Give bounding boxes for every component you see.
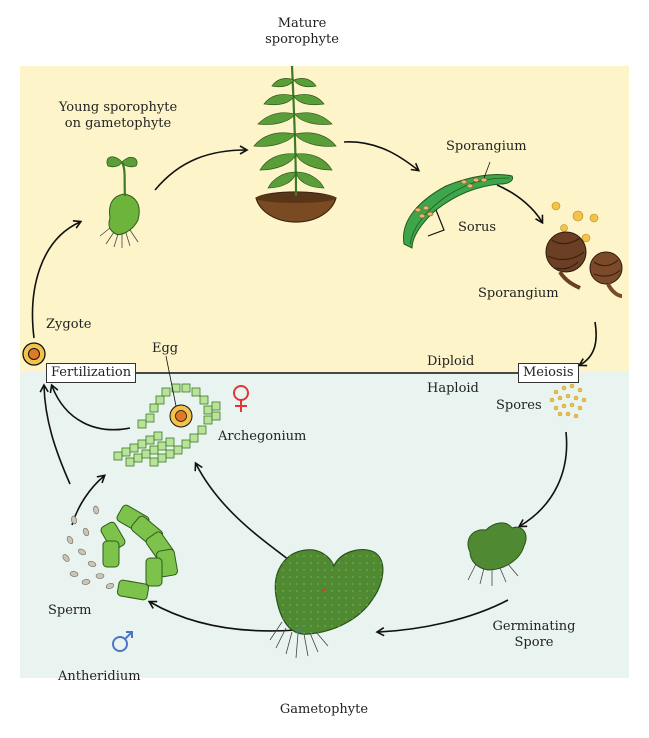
arrow-spores-to-germinating [517,431,568,528]
young-sporophyte-icon [99,156,140,248]
archegonium-icon [113,383,221,467]
label-diploid: Diploid [427,354,475,369]
arrow-to-meiosis [577,321,597,367]
label-sporangium-right: Sporangium [478,286,559,301]
antheridium-icon [100,504,178,601]
arrow-sorus-to-sporangium [496,184,544,225]
female-symbol-icon [233,385,249,412]
arrow-zygote-to-young [31,220,83,339]
label-sporangium-top: Sporangium [446,139,527,154]
spores-icon [549,383,587,419]
label-haploid: Haploid [427,381,479,396]
frond-sorus-icon [403,161,513,249]
egg-leader-line [165,355,177,407]
label-zygote: Zygote [46,317,92,332]
arrow-sperm-to-fertilization [39,383,71,485]
label-young-sporophyte: Young sporophyte on gametophyte [58,100,178,131]
arrow-gametophyte-to-antheridium [147,600,297,632]
arrow-archegonium-to-fertilization [49,383,131,431]
fertilization-box: Fertilization [46,363,137,383]
mature-sporophyte-icon [253,65,337,223]
arrow-young-to-mature [154,145,249,191]
label-germinating-spore: Germinating Spore [492,619,576,650]
label-archegonium: Archegonium [218,429,307,444]
sperm-icon [62,505,115,590]
arrow-antheridium-to-archegonium [71,474,106,526]
gametophyte-icon [269,549,384,659]
label-antheridium: Antheridium [58,669,141,684]
male-symbol-icon [112,631,133,652]
label-egg: Egg [152,341,179,356]
meiosis-box: Meiosis [518,363,579,383]
zygote-icon [22,342,46,366]
arrow-mature-to-sporangium [343,141,421,172]
arrow-germinating-to-gametophyte [375,599,509,637]
label-gametophyte: Gametophyte [279,702,369,717]
label-sorus: Sorus [458,220,496,235]
germinating-spore-icon [467,522,527,586]
label-sperm: Sperm [48,603,92,618]
cycle-arrows [31,141,597,637]
egg-icon [169,404,193,428]
label-spores: Spores [496,398,542,413]
label-mature-sporophyte: Mature sporophyte [265,16,339,47]
sporangium-icon [545,201,623,298]
